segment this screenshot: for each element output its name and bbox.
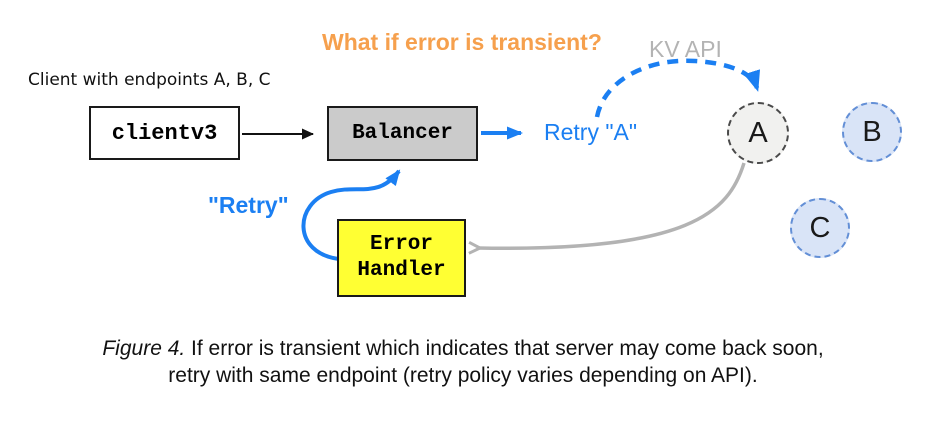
error-handler-label-line2: Handler [357,259,446,282]
endpoint-node-c: C [790,198,850,258]
retry-a-label: Retry "A" [544,119,638,145]
arrow-kv-api-to-endpoint-a [594,58,761,118]
clientv3-box: clientv3 [89,106,240,160]
endpoint-node-b: B [842,102,902,162]
transient-question-heading: What if error is transient? [322,29,602,55]
error-handler-label-line1: Error [369,233,433,256]
figure-caption-line2: retry with same endpoint (retry policy v… [168,364,758,387]
error-handler-box: Error Handler [337,219,466,297]
arrow-endpoint-a-to-error-handler [478,162,746,248]
figure-caption-line1-text: If error is transient which indicates th… [185,337,824,360]
endpoint-node-a-label: A [748,116,768,149]
kv-api-label: KV API [649,36,722,62]
figure-caption-line1: Figure 4. If error is transient which in… [0,335,926,362]
figure-caption: Figure 4. If error is transient which in… [0,335,926,389]
clientv3-box-label: clientv3 [111,120,218,146]
endpoint-node-a: A [727,102,789,164]
balancer-box-label: Balancer [352,122,453,145]
endpoint-node-b-label: B [862,115,882,148]
figure-number-label: Figure 4. [102,337,186,360]
endpoint-node-c-label: C [809,211,831,244]
balancer-box: Balancer [327,106,478,161]
client-endpoints-label: Client with endpoints A, B, C [28,70,271,90]
retry-message-label: "Retry" [208,192,289,218]
